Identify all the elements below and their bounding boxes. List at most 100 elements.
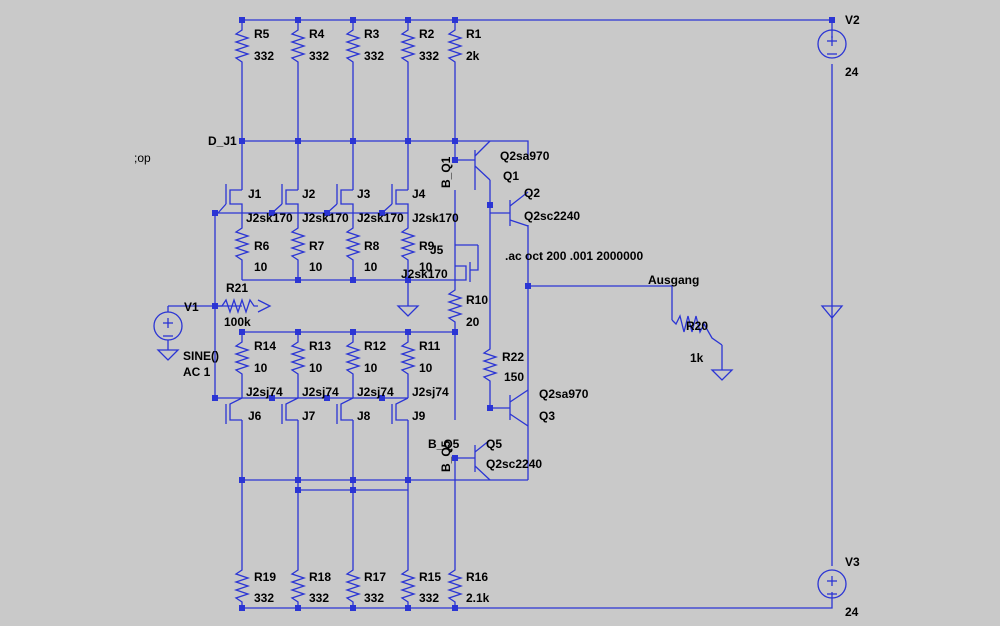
resistor-r6: [233, 224, 251, 265]
r8-name: R8: [364, 239, 380, 253]
v1-line2: AC 1: [183, 365, 211, 379]
r16-name: R16: [466, 570, 488, 584]
ground-r20: [710, 369, 734, 381]
r3-value: 332: [364, 49, 384, 63]
q1-model: Q2sa970: [500, 149, 550, 163]
bjt-q1: [455, 140, 491, 205]
junctions: [212, 17, 835, 611]
r18-name: R18: [309, 570, 331, 584]
bjt-q5: [455, 439, 491, 481]
r16-value: 2.1k: [466, 591, 490, 605]
j9-model: J2sj74: [412, 385, 449, 399]
b-q1-label: B_Q1: [439, 156, 453, 188]
jfet-j6: [225, 397, 243, 424]
r9-name: R9: [419, 239, 435, 253]
r14-name: R14: [254, 339, 276, 353]
r5-value: 332: [254, 49, 274, 63]
j9-name: J9: [412, 409, 426, 423]
r19-name: R19: [254, 570, 276, 584]
r3-name: R3: [364, 27, 380, 41]
resistors: [218, 26, 723, 604]
r18-value: 332: [309, 591, 329, 605]
r15-name: R15: [419, 570, 441, 584]
r6-name: R6: [254, 239, 270, 253]
resistor-r13: [289, 338, 307, 378]
resistor-r21: [218, 297, 258, 315]
j8-model: J2sj74: [357, 385, 394, 399]
op-directive: ;op: [134, 151, 151, 165]
j4-name: J4: [412, 187, 426, 201]
voltage-source-v2: [817, 29, 847, 59]
r10-name: R10: [466, 293, 488, 307]
r22-value: 150: [504, 370, 524, 384]
r12-value: 10: [364, 361, 378, 375]
r2-value: 332: [419, 49, 439, 63]
j4-model: J2sk170: [412, 211, 459, 225]
r21-value: 100k: [224, 315, 251, 329]
r11-value: 10: [419, 361, 433, 375]
resistor-r16: [446, 566, 464, 604]
ground-v1: [156, 349, 180, 361]
j3-name: J3: [357, 187, 371, 201]
resistor-r15: [399, 566, 417, 604]
v1-line1: SINE(): [183, 349, 219, 363]
voltage-source-v1: [153, 311, 183, 341]
j5-model: J2sk170: [401, 267, 448, 281]
v2-name: V2: [845, 13, 860, 27]
q5-name: Q5: [486, 437, 502, 451]
r1-value: 2k: [466, 49, 480, 63]
r5-name: R5: [254, 27, 270, 41]
resistor-r8: [344, 224, 362, 265]
jfet-j3: [326, 184, 354, 214]
j8-name: J8: [357, 409, 371, 423]
r22-name: R22: [502, 350, 524, 364]
j3-model: J2sk170: [357, 211, 404, 225]
resistor-r20: [671, 314, 723, 346]
resistor-r17: [344, 566, 362, 604]
j6-name: J6: [248, 409, 262, 423]
d-j1-label: D_J1: [208, 134, 237, 148]
r20-value: 1k: [690, 351, 704, 365]
r1-name: R1: [466, 27, 482, 41]
jfet-j2: [271, 184, 299, 214]
resistor-r4: [289, 26, 307, 64]
r21-name: R21: [226, 281, 248, 295]
j1-model: J2sk170: [246, 211, 293, 225]
sources: [153, 29, 847, 599]
r11-name: R11: [419, 339, 441, 353]
r6-value: 10: [254, 260, 268, 274]
r7-value: 10: [309, 260, 323, 274]
q3-name: Q3: [539, 409, 555, 423]
v3-value: 24: [845, 605, 859, 619]
ground-r21: [257, 299, 272, 313]
q2-model: Q2sc2240: [524, 209, 580, 223]
resistor-r7: [289, 224, 307, 265]
ac-directive: .ac oct 200 .001 2000000: [505, 249, 643, 263]
labels: R5 332 R4 332 R3 332 R2 332 R1 2k V2 24 …: [134, 13, 860, 619]
r17-value: 332: [364, 591, 384, 605]
jfet-j4: [381, 184, 409, 214]
ground-r9: [396, 305, 420, 317]
jfet-j1: [217, 184, 243, 214]
resistor-r12: [344, 338, 362, 378]
v2-value: 24: [845, 65, 859, 79]
r19-value: 332: [254, 591, 274, 605]
r4-value: 332: [309, 49, 329, 63]
ausgang-label: Ausgang: [648, 273, 699, 287]
r13-name: R13: [309, 339, 331, 353]
r9-value: 10: [419, 260, 433, 274]
r8-value: 10: [364, 260, 378, 274]
j2-name: J2: [302, 187, 316, 201]
jfet-j5: [455, 245, 479, 282]
j7-model: J2sj74: [302, 385, 339, 399]
j6-model: J2sj74: [246, 385, 283, 399]
resistor-r18: [289, 566, 307, 604]
resistor-r22: [481, 345, 499, 385]
r12-name: R12: [364, 339, 386, 353]
jfet-j7: [281, 397, 299, 424]
resistor-r14: [233, 338, 251, 378]
v3-name: V3: [845, 555, 860, 569]
b-q5-label-vertical: B_Q5: [439, 440, 453, 472]
